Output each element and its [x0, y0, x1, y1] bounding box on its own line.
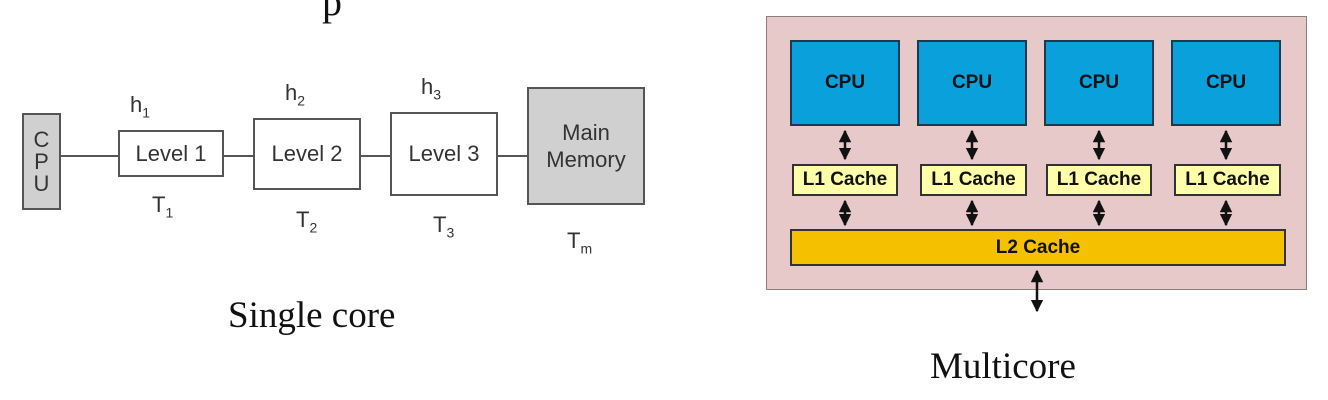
- access-time-label-memory: Tm: [567, 228, 593, 257]
- connector-line: [224, 155, 253, 157]
- hit-rate-label-1: h1: [130, 92, 151, 121]
- connector-line: [61, 155, 118, 157]
- multicore-cpu-2: CPU: [917, 40, 1027, 126]
- hit-rate-label-3: h3: [421, 74, 442, 103]
- main-memory-box: Main Memory: [527, 87, 645, 205]
- l2-cache: L2 Cache: [790, 229, 1286, 266]
- top-heading-fragment: p: [322, 0, 342, 24]
- multicore-cpu-4: CPU: [1171, 40, 1281, 126]
- multicore-caption: Multicore: [930, 346, 1076, 387]
- cpu-letter: U: [33, 170, 50, 196]
- connector-line: [361, 155, 390, 157]
- single-core-cpu-box: C P U: [22, 113, 61, 210]
- l1-cache-3: L1 Cache: [1046, 164, 1152, 196]
- level-3-box: Level 3: [390, 112, 498, 196]
- l1-cache-4: L1 Cache: [1174, 164, 1281, 196]
- hit-rate-label-2: h2: [285, 80, 306, 109]
- access-time-label-2: T2: [296, 207, 318, 236]
- level-2-box: Level 2: [253, 118, 361, 190]
- access-time-label-3: T3: [433, 212, 455, 241]
- level-1-box: Level 1: [118, 130, 224, 177]
- main-memory-label-line1: Main: [562, 120, 610, 145]
- connector-line: [498, 155, 527, 157]
- multicore-cpu-3: CPU: [1044, 40, 1154, 126]
- cpu-letter: P: [34, 148, 49, 174]
- single-core-caption: Single core: [228, 295, 396, 336]
- multicore-cpu-1: CPU: [790, 40, 900, 126]
- main-memory-label-line2: Memory: [546, 147, 626, 172]
- cpu-letter: C: [33, 126, 50, 152]
- access-time-label-1: T1: [152, 192, 174, 221]
- l1-cache-1: L1 Cache: [792, 164, 898, 196]
- l1-cache-2: L1 Cache: [920, 164, 1027, 196]
